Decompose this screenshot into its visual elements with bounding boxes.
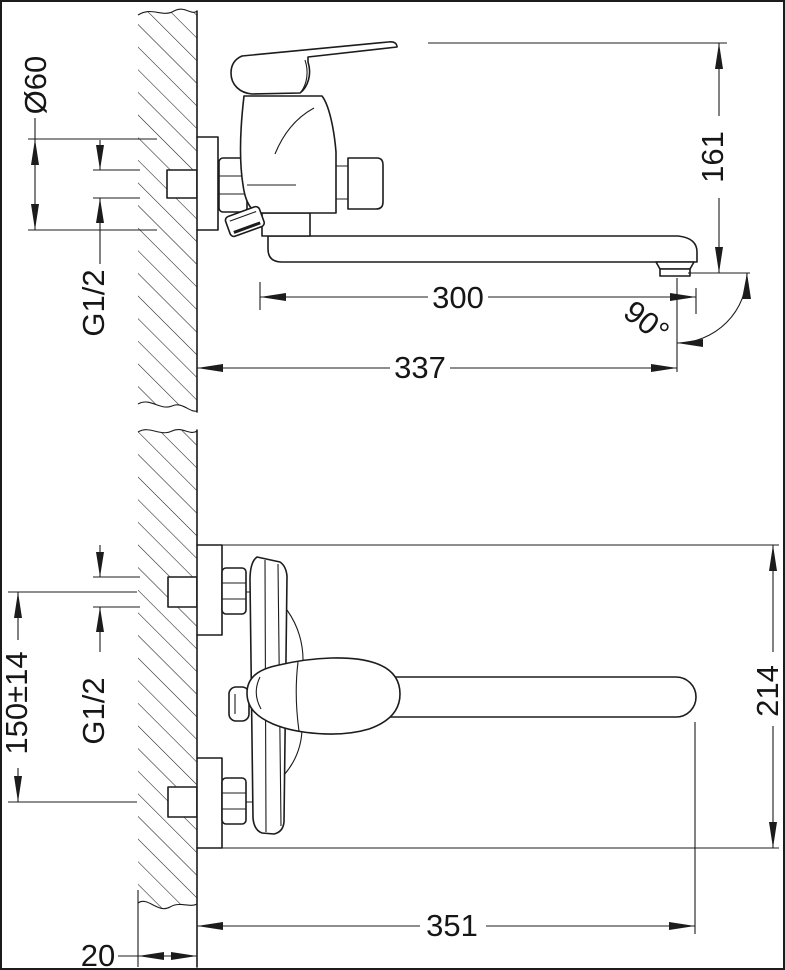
- supply-pipe-lower: [167, 786, 198, 818]
- wall-hatch-lower: [138, 429, 197, 909]
- dim-label-spout-reach: 300: [432, 280, 484, 315]
- dim-label-thread-side: G1/2: [76, 269, 111, 336]
- wall-break-edge: [137, 401, 198, 412]
- handle-lever-plan: [246, 657, 401, 735]
- plan-view: [167, 544, 697, 849]
- nut-facets-lower: [222, 792, 246, 810]
- escutcheon-lower: [196, 757, 223, 849]
- dim-label-thread-plan: G1/2: [76, 677, 111, 744]
- dim-label-diameter: Ø60: [18, 56, 53, 115]
- mounting-nut-upper: [221, 567, 247, 615]
- escutcheon-upper: [196, 544, 223, 636]
- mounting-nut-lower: [221, 777, 247, 825]
- wall-hatch-upper: [138, 9, 197, 412]
- block-connectors: [336, 165, 348, 200]
- dim-diameter: Ø60: [18, 56, 157, 231]
- spout-plan: [389, 676, 697, 718]
- dim-overall-length: 351: [197, 722, 696, 943]
- aerator-tip: [659, 268, 691, 277]
- handle-seam: [300, 59, 308, 93]
- body-seam: [274, 107, 315, 155]
- dim-label-pipe-spacing: 150±14: [0, 651, 34, 754]
- diverter-knob-plan: [228, 686, 250, 722]
- wall-break-edge: [137, 8, 198, 16]
- spout-base-flange: [261, 212, 311, 237]
- dim-thread-plan: G1/2: [76, 545, 140, 745]
- aerator-nozzle: [655, 261, 695, 270]
- wall-break-edge: [137, 900, 198, 910]
- supply-pipe-side: [166, 169, 198, 199]
- dim-pipe-spacing: 150±14: [0, 591, 137, 803]
- nut-facets-upper: [222, 582, 246, 600]
- dim-overall-height: 214: [222, 544, 785, 849]
- spout-side: [267, 235, 698, 263]
- dim-label-wall-thickness: 20: [81, 938, 115, 970]
- wall-break-edge: [137, 429, 198, 434]
- dim-label-swivel-angle: 90°: [617, 294, 675, 350]
- wall-section: [137, 8, 198, 968]
- check-valve-block: [347, 157, 384, 210]
- faucet-body-side: [239, 95, 337, 214]
- dim-label-overall-length: 351: [426, 908, 478, 943]
- supply-pipe-upper: [167, 576, 198, 608]
- handle-plan-seams: [255, 661, 300, 732]
- dim-swivel-angle: 90°: [617, 272, 751, 372]
- handle-lever-side: [230, 41, 398, 95]
- dim-label-overall-height: 214: [750, 665, 785, 717]
- dim-spout-reach: 300: [259, 280, 697, 315]
- dim-thread-side: G1/2: [76, 140, 140, 337]
- dim-label-overall-reach: 337: [394, 350, 446, 385]
- dim-label-height: 161: [695, 131, 730, 183]
- dim-wall-thickness: 20: [81, 890, 197, 970]
- side-view: [166, 41, 698, 277]
- dim-overall-reach: 337: [197, 350, 677, 385]
- diverter-knob-side: [224, 205, 266, 238]
- dim-height: 161: [428, 42, 750, 274]
- escutcheon-side: [196, 136, 219, 231]
